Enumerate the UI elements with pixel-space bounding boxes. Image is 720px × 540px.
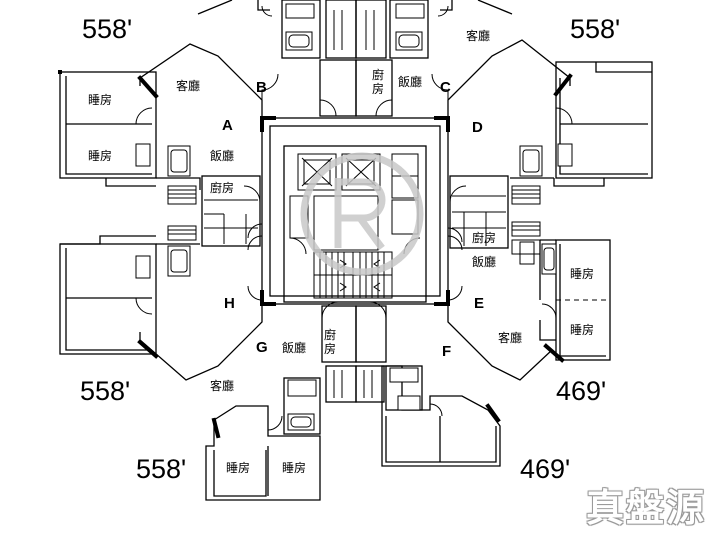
- area-top-right: 558': [570, 14, 620, 44]
- bedroom-a-1: 睡房: [88, 92, 112, 107]
- bedroom-g-2: 睡房: [282, 460, 306, 475]
- bedroom-e-1: 睡房: [570, 266, 594, 281]
- area-mid-right: 469': [556, 376, 606, 406]
- room-labels: 客廳 睡房 睡房 飯廳 廚房 廚房 飯廳 客廳 廚房 飯廳 睡房 睡房 客廳 飯…: [88, 28, 594, 475]
- unit-e: E: [474, 295, 484, 312]
- living-e: 客廳: [498, 330, 522, 345]
- bedroom-a-2: 睡房: [88, 148, 112, 163]
- living-g: 客廳: [210, 378, 234, 393]
- unit-h: H: [224, 295, 235, 312]
- kitchen-a: 廚房: [210, 180, 234, 195]
- dining-c: 飯廳: [398, 74, 422, 89]
- unit-a: A: [222, 117, 233, 134]
- unit-d: D: [472, 119, 483, 136]
- unit-e-f: [355, 235, 611, 467]
- unit-g: G: [256, 339, 268, 356]
- bedroom-e-2: 睡房: [570, 322, 594, 337]
- area-mid-left: 558': [80, 376, 130, 406]
- kitchen-g-vertical: 廚 房: [324, 328, 337, 356]
- unit-g-h: [59, 235, 357, 501]
- area-labels: 558' 558' 558' 469' 558' 469': [80, 14, 620, 484]
- dining-e: 飯廳: [472, 254, 496, 269]
- unit-c-d: [355, 0, 653, 249]
- stairs: [313, 251, 393, 299]
- kitchen-c-vertical: 廚 房: [372, 68, 385, 96]
- unit-letters: B A C D H G E F: [222, 79, 484, 360]
- unit-c: C: [440, 79, 451, 96]
- area-bottom-right: 469': [520, 454, 570, 484]
- kitchen-e: 廚房: [472, 230, 496, 245]
- unit-a-b: [58, 0, 357, 247]
- unit-b: B: [256, 79, 267, 96]
- dining-a: 飯廳: [210, 148, 234, 163]
- dining-g: 飯廳: [282, 340, 306, 355]
- watermark-logo: [300, 152, 424, 276]
- living-c: 客廳: [466, 28, 490, 43]
- area-top-left: 558': [82, 14, 132, 44]
- area-bottom-left: 558': [136, 454, 186, 484]
- bedroom-g-1: 睡房: [226, 460, 250, 475]
- unit-f: F: [442, 343, 451, 360]
- living-a: 客廳: [176, 78, 200, 93]
- watermark-text: 真盤源: [585, 486, 706, 530]
